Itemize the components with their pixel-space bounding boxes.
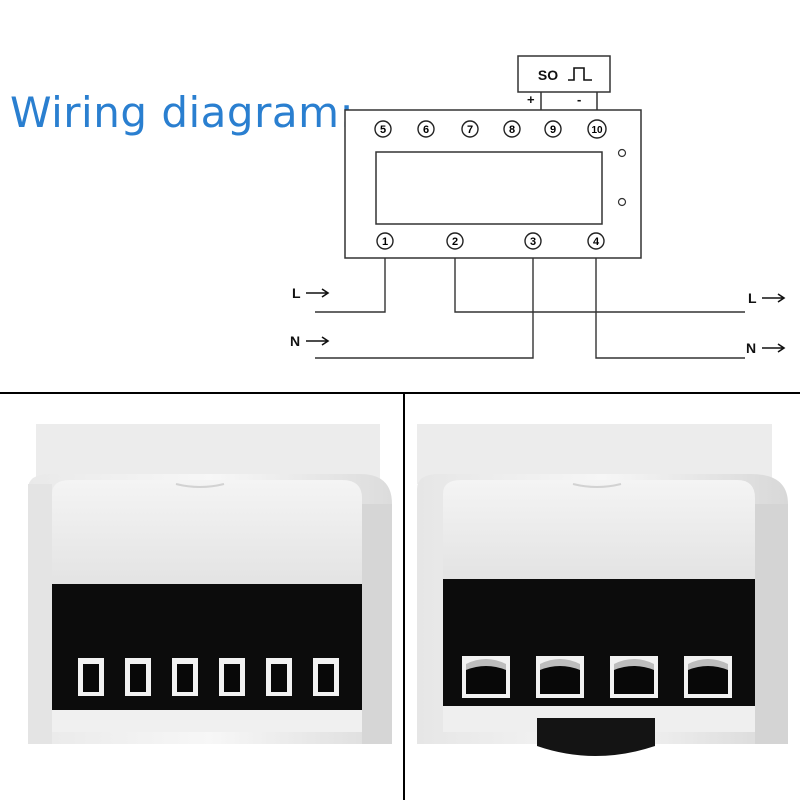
top-terminals: 5 6 7 8 9 10 xyxy=(374,119,607,139)
right-L-label: L xyxy=(748,290,757,306)
vertical-divider xyxy=(403,392,405,800)
plus-label: + xyxy=(527,92,535,107)
terminal-slot xyxy=(78,658,104,696)
meter-photo-top-side xyxy=(28,424,392,744)
terminal-screw-slot xyxy=(462,656,510,698)
terminal-slot xyxy=(219,658,245,696)
indicator-led-1 xyxy=(617,148,627,158)
right-N-arrow-icon xyxy=(762,343,786,353)
bottom-terminals: 1 2 3 4 xyxy=(376,232,605,250)
indicator-led-2 xyxy=(617,197,627,207)
terminal-6: 6 xyxy=(423,124,429,136)
terminal-9: 9 xyxy=(550,124,556,136)
terminal-slot xyxy=(125,658,151,696)
terminal-screw-slot xyxy=(684,656,732,698)
meter-photo-bottom-side xyxy=(417,424,788,756)
terminal-4: 4 xyxy=(593,236,600,248)
terminal-slots-right xyxy=(462,656,732,698)
horizontal-divider xyxy=(0,392,800,394)
so-output-box xyxy=(517,55,611,93)
terminal-screw-slot xyxy=(536,656,584,698)
left-L-label: L xyxy=(292,285,301,301)
wires xyxy=(315,258,745,359)
terminal-slot xyxy=(313,658,339,696)
terminal-7: 7 xyxy=(467,124,473,136)
diagram-title: Wiring diagram: xyxy=(10,88,355,137)
terminal-8: 8 xyxy=(509,124,515,136)
terminal-slot xyxy=(266,658,292,696)
terminal-slot xyxy=(172,658,198,696)
right-N-label: N xyxy=(746,340,756,356)
meter-display xyxy=(375,151,603,225)
left-N-arrow-icon xyxy=(306,336,330,346)
left-L-arrow-icon xyxy=(306,288,330,298)
minus-label: - xyxy=(577,92,581,107)
terminal-slots-left xyxy=(78,658,339,696)
terminal-2: 2 xyxy=(452,236,458,248)
right-L-arrow-icon xyxy=(762,293,786,303)
terminal-5: 5 xyxy=(380,124,386,136)
so-label: SO xyxy=(538,67,558,83)
terminal-3: 3 xyxy=(530,236,536,248)
terminal-1: 1 xyxy=(382,236,388,248)
din-rail-clip xyxy=(537,718,655,756)
terminal-10: 10 xyxy=(591,125,603,136)
wiring-diagram: SO + - 5 6 7 8 9 10 1 2 3 4 xyxy=(290,55,786,359)
left-N-label: N xyxy=(290,333,300,349)
terminal-screw-slot xyxy=(610,656,658,698)
pulse-icon xyxy=(568,67,592,81)
